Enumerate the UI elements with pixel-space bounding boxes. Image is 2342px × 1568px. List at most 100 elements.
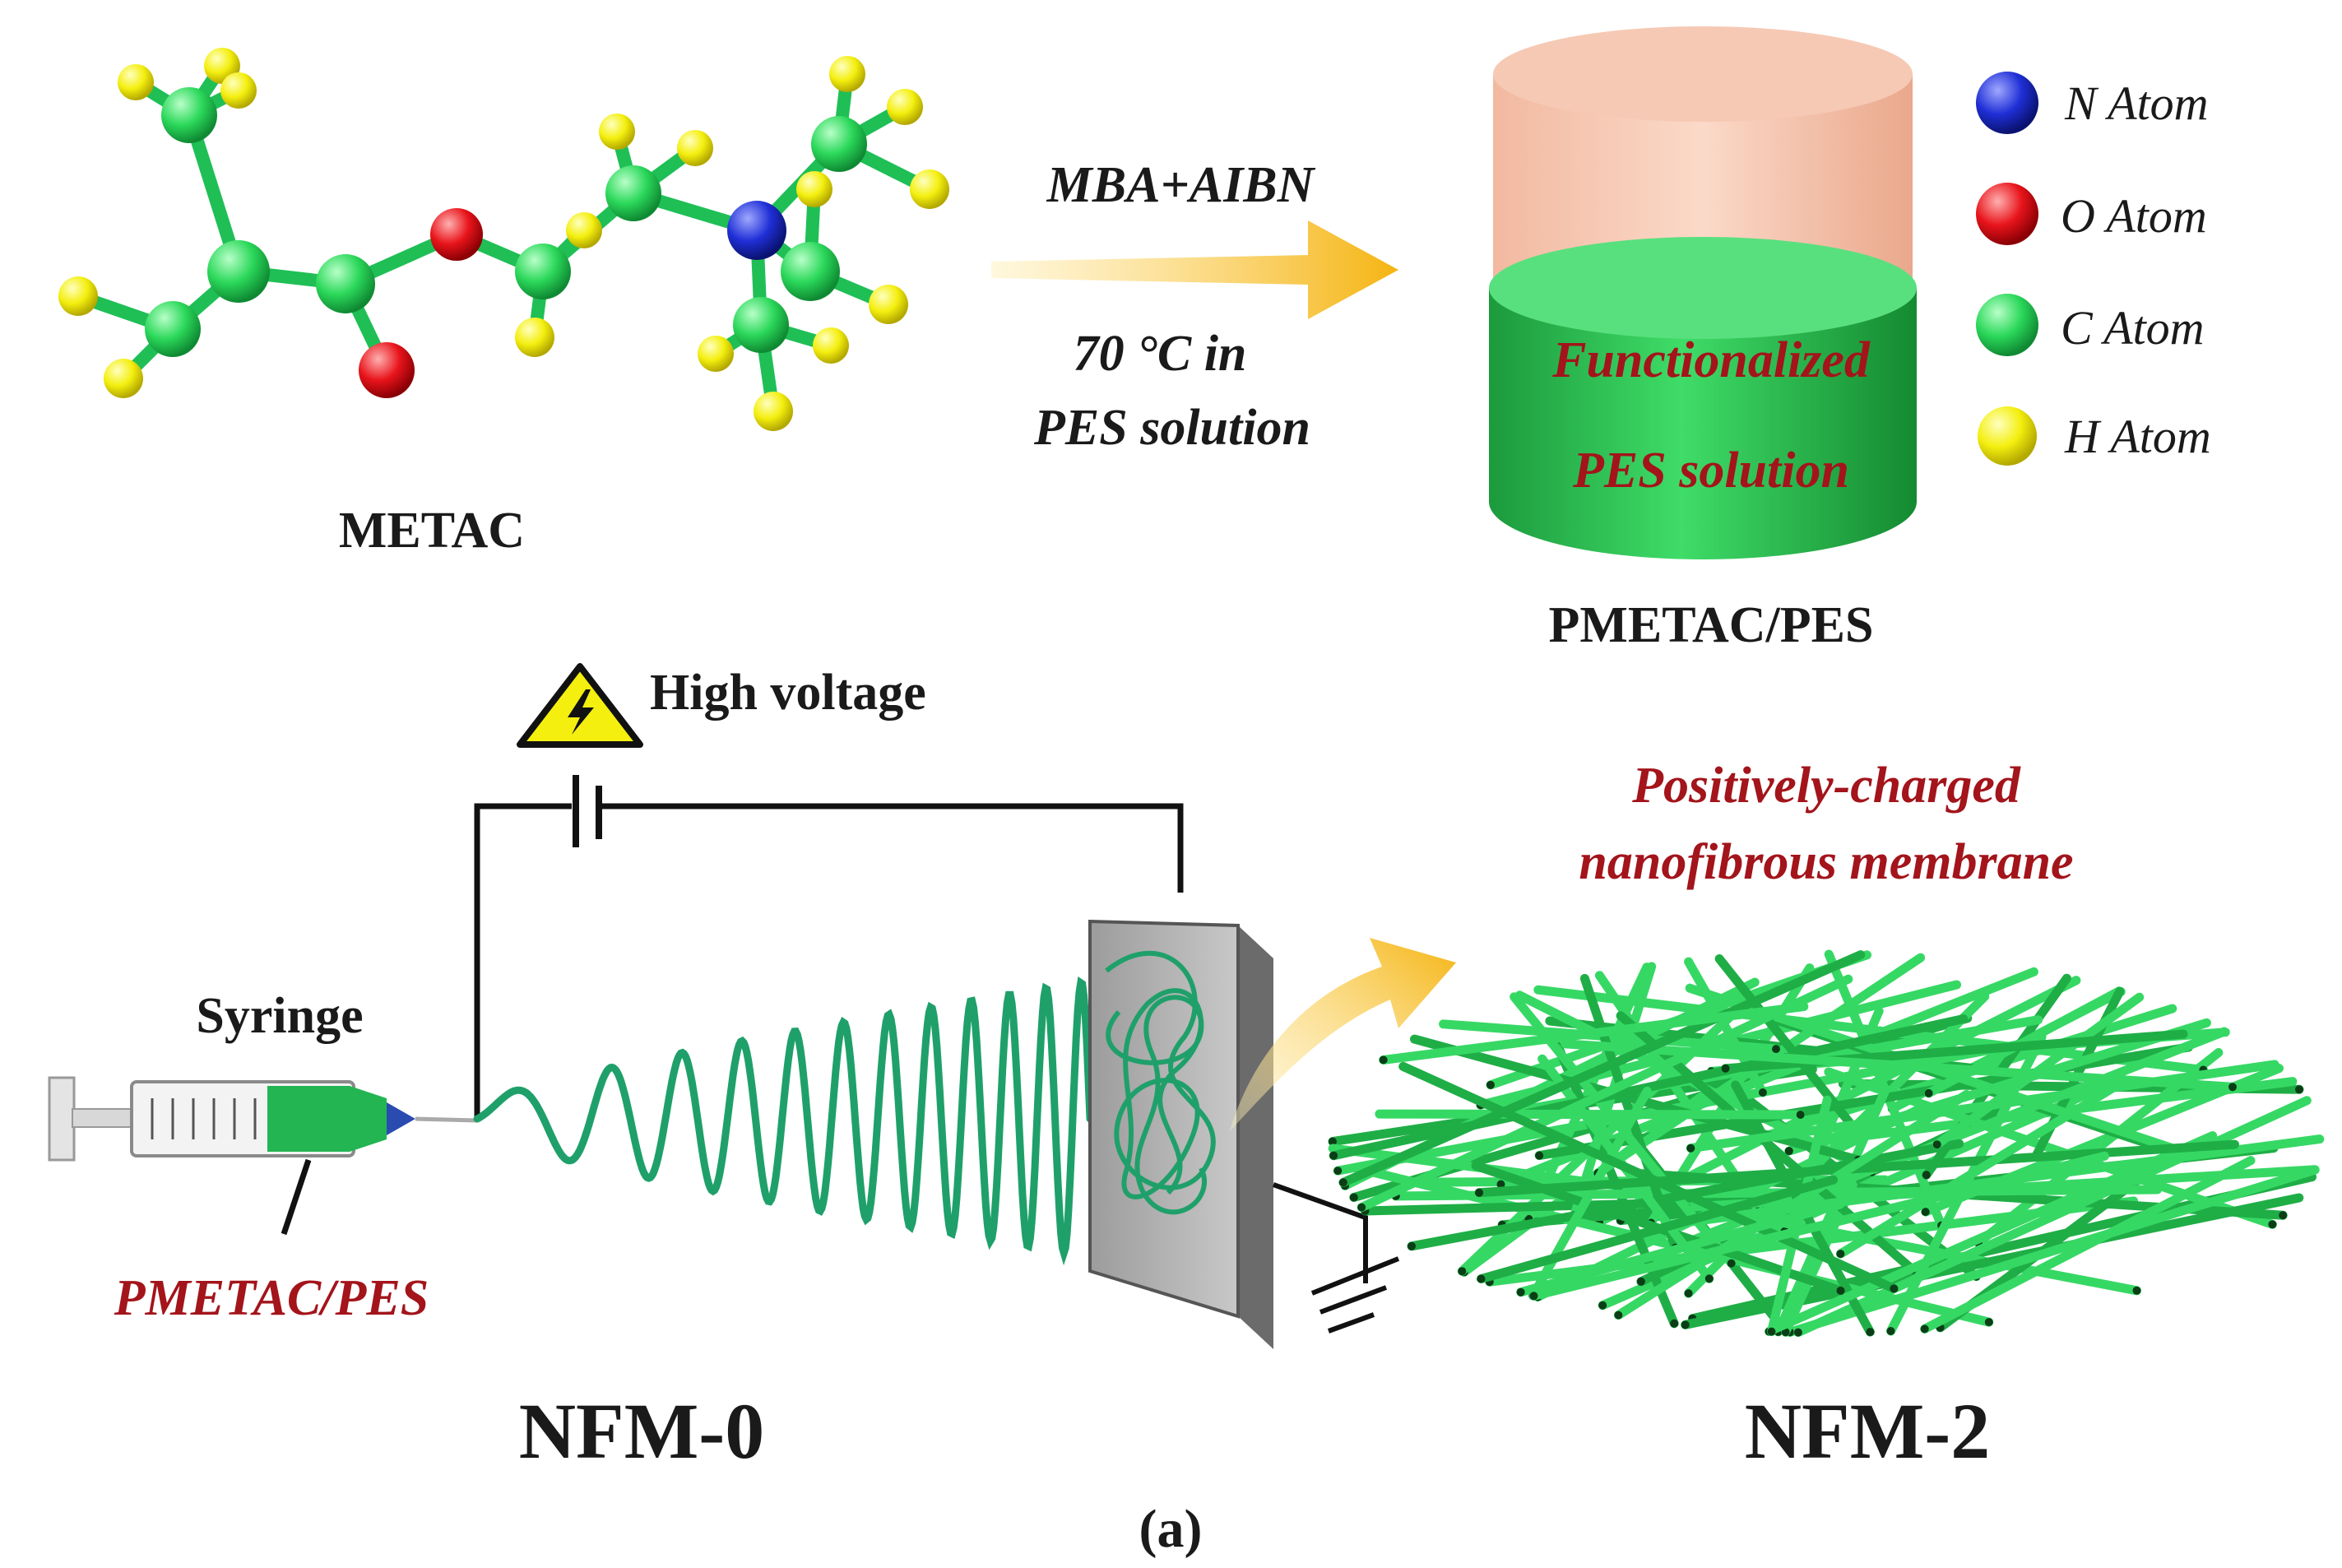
membrane-fiber-end	[1496, 1180, 1505, 1189]
sample-label-nfm-0: NFM-0	[519, 1387, 765, 1475]
sample-label-nfm-2: NFM-2	[1745, 1387, 1991, 1475]
membrane-fiber-end	[1684, 1289, 1693, 1298]
ground-wire	[1272, 1182, 1368, 1283]
membrane-fiber	[1561, 1039, 2238, 1092]
container-label-line-1: Functionalized	[1551, 332, 1871, 388]
membrane-fiber-end	[1727, 1259, 1736, 1268]
membrane-fiber-end	[1866, 1328, 1875, 1337]
reagents-label: MBA+AIBN	[1046, 157, 1316, 213]
membrane-fiber	[1920, 1156, 2256, 1334]
membrane-fiber	[1357, 974, 1853, 1213]
membrane-fiber	[1379, 1002, 1809, 1065]
container-label-line-2: PES solution	[1572, 443, 1849, 499]
legend-swatch-hydrogen	[1978, 406, 2037, 466]
membrane-fiber-end	[1758, 1088, 1767, 1097]
membrane-fiber-end	[1338, 1178, 1347, 1187]
membrane-fiber-end	[1984, 1318, 1993, 1327]
membrane-fiber-end	[1379, 1055, 1388, 1065]
membrane-fiber	[1793, 1096, 2312, 1338]
membrane-fiber-end	[1890, 1284, 1899, 1293]
membrane-fiber-end	[1329, 1137, 1337, 1146]
membrane-fiber-end	[2279, 1211, 2288, 1220]
membrane-fiber-end	[1932, 1140, 1941, 1149]
membrane-fiber	[1410, 1034, 1863, 1165]
legend-label-oxygen: O Atom	[2061, 189, 2207, 243]
legend-label-hydrogen: H Atom	[2064, 410, 2211, 463]
membrane-fiber-end	[1767, 1327, 1776, 1336]
container-caption: PMETAC/PES	[1549, 597, 1874, 653]
membrane-fiber-end	[1357, 1203, 1366, 1212]
solution-pointer-line	[281, 1158, 312, 1236]
membrane-fiber	[1529, 1151, 2109, 1301]
carbon-atoms	[145, 87, 867, 357]
syringe-solution	[267, 1086, 350, 1152]
membrane-fiber	[1785, 1165, 2320, 1337]
condition-line-1: 70 °C in	[1074, 326, 1247, 382]
membrane-fiber-end	[1704, 1274, 1714, 1283]
circuit-wire-right	[601, 803, 1184, 893]
membrane-fiber	[1398, 1061, 1899, 1293]
panel-label: (a)	[1139, 1499, 1203, 1559]
membrane-fiber-end	[1475, 1188, 1484, 1197]
membrane-fiber-end	[2132, 1286, 2141, 1295]
membrane-fiber-end	[2228, 1083, 2237, 1092]
membrane-fiber-end	[1721, 1064, 1730, 1073]
membrane-fiber	[1516, 1199, 1845, 1297]
membrane-fiber-end	[1772, 1045, 1780, 1054]
legend-swatch-nitrogen	[1976, 72, 2038, 134]
nitrogen-atoms	[727, 201, 786, 260]
solution-container: Functionalized PES solution PMETAC/PES	[1489, 26, 1917, 653]
membrane-fiber-end	[1796, 1111, 1805, 1119]
membrane-fiber	[1338, 950, 1866, 1187]
legend-label-nitrogen: N Atom	[2064, 77, 2209, 130]
membrane-fiber-end	[1836, 1250, 1845, 1259]
circuit-wire-left	[474, 803, 572, 1120]
membrane-fiber-end	[1636, 1277, 1645, 1286]
molecule-name: METAC	[339, 503, 525, 559]
syringe-tip	[387, 1102, 415, 1135]
lightning-bolt-icon	[568, 689, 594, 735]
membrane-fiber	[1765, 1131, 2218, 1336]
high-voltage-circuit: High voltage	[474, 663, 1184, 1120]
membrane-fiber-end	[1924, 1088, 1933, 1097]
membrane-fiber	[1477, 1175, 1839, 1283]
membrane-fiber	[1835, 1083, 2117, 1259]
legend-swatch-oxygen	[1976, 183, 2038, 245]
membrane-fiber-end	[2295, 1085, 2303, 1094]
syringe-label: Syringe	[196, 988, 363, 1044]
membrane-fiber-end	[1329, 1151, 1338, 1160]
membrane-fiber	[1613, 1089, 1971, 1320]
high-voltage-label: High voltage	[650, 665, 926, 721]
membrane-fiber-end	[1614, 1311, 1623, 1320]
membrane-fiber-end	[1458, 1267, 1467, 1276]
syringe-needle	[415, 1116, 478, 1123]
membrane-fiber-end	[2268, 1220, 2277, 1229]
transfer-arrow	[1230, 938, 1456, 1131]
membrane-fiber-end	[1477, 1274, 1486, 1283]
membrane-label-line-2: nanofibrous membrane	[1579, 834, 2073, 890]
membrane-fiber-end	[1921, 1208, 1930, 1217]
membrane-fiber-end	[1529, 1292, 1538, 1301]
membrane-fiber	[1784, 1018, 2211, 1156]
legend-swatch-carbon	[1976, 294, 2038, 356]
membrane-fiber-end	[1686, 1144, 1695, 1153]
membrane-fiber-end	[1408, 1241, 1416, 1250]
membrane-label-line-1: Positively-charged	[1631, 758, 2021, 814]
membrane-fiber-end	[1670, 1319, 1679, 1328]
membrane-fiber-end	[1333, 1167, 1343, 1176]
reaction-arrow	[991, 220, 1398, 319]
membrane-fiber-end	[1886, 1327, 1895, 1335]
membrane-fiber-end	[1784, 1147, 1793, 1156]
metac-molecule: METAC	[58, 48, 949, 559]
membrane-fiber-end	[1836, 1286, 1845, 1295]
membrane-fiber	[1439, 1019, 1781, 1054]
syringe: Syringe PMETAC/PES	[48, 988, 478, 1326]
membrane-fiber	[1714, 954, 1859, 1134]
membrane-fiber-end	[1681, 1320, 1690, 1329]
membrane-fiber	[1375, 1109, 1806, 1120]
syringe-solution-label: PMETAC/PES	[114, 1270, 429, 1326]
electrospinning-jet	[473, 976, 1094, 1266]
nanofibrous-membrane	[1328, 949, 2325, 1338]
syringe-graduations	[151, 1098, 257, 1139]
